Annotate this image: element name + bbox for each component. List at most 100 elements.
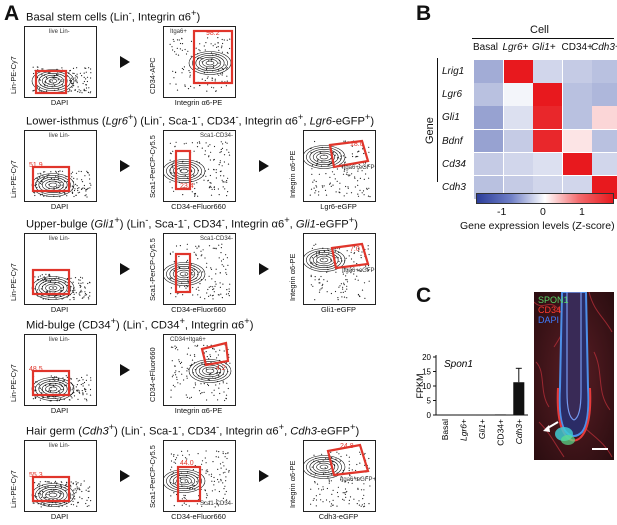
heatmap-cell — [533, 83, 562, 106]
facs-y-axis-label: Sca1-PerCP-Cy5.5 — [148, 445, 157, 508]
row-title-0: Basal stem cells (Lin-, Integrin α6+) — [26, 8, 201, 24]
heatmap-cell — [503, 83, 533, 106]
facs-y-axis-label: Lin-PE-Cy7 — [9, 364, 18, 402]
facs-plot-r0-p1: Itga6+ 98.2 — [163, 26, 236, 98]
bar — [458, 414, 470, 416]
heatmap-column-label: Cdh3+ — [591, 42, 617, 53]
facs-plot-r2-p2: Itga6+eGFP+ 7.0 — [303, 233, 376, 305]
gate-percentage: 55.3 — [29, 472, 43, 479]
gate-name: Itga6+eGFP+ — [342, 165, 376, 171]
heatmap-gene-label: Lgr6 — [442, 89, 463, 101]
heatmap-cell — [592, 60, 617, 83]
facs-x-axis-label: Integrin α6-PE — [174, 406, 223, 415]
heatmap-gene-axis-title: Gene — [424, 117, 436, 144]
colorbar-label: Gene expression levels (Z-score) — [460, 220, 615, 232]
heatmap-cell — [562, 129, 592, 153]
gating-arrow-icon — [259, 263, 269, 275]
heatmap-gene-label: Bdnf — [442, 135, 463, 147]
heatmap-header-line — [472, 38, 614, 39]
heatmap-column-label: Lgr6+ — [502, 42, 529, 53]
facs-plot-r4-p0: live Lin- 55.3 — [24, 440, 97, 512]
gate-percentage: 18.0 — [350, 141, 364, 148]
facs-x-axis-label: Integrin α6-PE — [174, 98, 223, 107]
facs-plot-r2-p1: Sca1-CD34- — [163, 233, 236, 305]
facs-x-axis-label: DAPI — [50, 512, 69, 521]
y-tick-label: 15 — [422, 368, 431, 377]
facs-x-axis-label: DAPI — [50, 406, 69, 415]
facs-y-axis-label: Sca1-PerCP-Cy5.5 — [148, 135, 157, 198]
chart-title: Spon1 — [444, 359, 473, 370]
scale-bar — [592, 448, 608, 450]
heatmap-cell — [474, 152, 503, 176]
gating-arrow-icon — [259, 160, 269, 172]
facs-x-axis-label: DAPI — [50, 98, 69, 107]
gate-percentage: 48.5 — [29, 366, 43, 373]
legend-dapi: DAPI — [538, 315, 560, 325]
gating-arrow-icon — [120, 364, 130, 376]
x-category-label: Gli1+ — [477, 419, 487, 439]
facs-x-axis-label: Cdh3-eGFP — [318, 512, 359, 521]
gate-percentage: 44.0 — [180, 460, 194, 467]
gate-percentage: 24.8 — [340, 443, 354, 450]
spon1-micrograph: SPON1 CD34 DAPI — [534, 292, 614, 460]
y-tick-label: 10 — [422, 382, 431, 391]
heatmap-cell — [562, 152, 592, 176]
heatmap-cell — [503, 152, 533, 176]
bar — [476, 414, 488, 416]
row-title-1: Lower-isthmus (Lgr6+) (Lin-, Sca-1-, CD3… — [26, 112, 375, 128]
gating-arrow-icon — [259, 470, 269, 482]
heatmap-cell — [474, 60, 503, 83]
gate-percentage: 23.4 — [180, 183, 194, 190]
facs-x-axis-label: DAPI — [50, 202, 69, 211]
facs-x-axis-label: CD34-eFluor660 — [171, 305, 226, 314]
heatmap-cell — [474, 129, 503, 153]
gate-name: Itga6+ — [170, 29, 187, 35]
gate-percentage: 7.0 — [350, 246, 360, 253]
heatmap-column-label: Gli1+ — [532, 42, 556, 53]
heatmap-gene-label: Cdh3 — [442, 182, 466, 193]
heatmap-cell — [533, 106, 562, 130]
heatmap-header: Cell — [530, 24, 549, 36]
gate-percentage: 98.2 — [206, 30, 220, 37]
gate-name: live Lin- — [49, 443, 70, 449]
heatmap-cell — [592, 106, 617, 130]
heatmap-cell — [592, 83, 617, 106]
legend-spon1: SPON1 — [538, 295, 569, 305]
facs-x-axis-label: Lgr6-eGFP — [320, 202, 357, 211]
gating-arrow-icon — [120, 263, 130, 275]
facs-x-axis-label: DAPI — [50, 305, 69, 314]
bar — [513, 382, 525, 415]
panel-a-label: A — [4, 2, 20, 25]
facs-x-axis-label: CD34-eFluor660 — [171, 512, 226, 521]
facs-y-axis-label: CD34-APC — [148, 57, 157, 94]
facs-plot-r1-p1: Sca1-CD34-23.4 — [163, 130, 236, 202]
heatmap-gene-label: Cd34 — [442, 158, 466, 170]
facs-y-axis-label: Integrin α6-PE — [288, 460, 297, 508]
gate-name: Itga6+eGFP+ — [340, 477, 376, 483]
facs-y-axis-label: Lin-PE-Cy7 — [9, 470, 18, 508]
y-tick-label: 5 — [427, 397, 432, 406]
facs-plot-r3-p1: CD34+Itga6+ 4.2 — [163, 334, 236, 406]
x-category-label: Lgr6+ — [459, 419, 469, 441]
facs-y-axis-label: Integrin α6-PE — [288, 253, 297, 301]
heatmap-column-label: Basal — [473, 42, 499, 53]
colorbar-tick: 1 — [579, 206, 585, 218]
gate-percentage: 4.2 — [216, 365, 226, 372]
facs-plot-r0-p0: live Lin- — [24, 26, 97, 98]
heatmap-cell — [503, 106, 533, 130]
y-tick-label: 20 — [422, 353, 431, 362]
heatmap-cell — [562, 83, 592, 106]
facs-y-axis-label: Lin-PE-Cy7 — [9, 160, 18, 198]
gate-name: Itga6+eGFP+ — [342, 268, 376, 274]
heatmap-cell — [533, 129, 562, 153]
facs-plot-r4-p2: Itga6+eGFP+ 24.8 — [303, 440, 376, 512]
heatmap-cell — [474, 83, 503, 106]
gate-name: CD34+Itga6+ — [170, 337, 206, 343]
row-title-2: Upper-bulge (Gli1+) (Lin-, Sca-1-, CD34-… — [26, 215, 358, 231]
heatmap-cell — [533, 152, 562, 176]
facs-y-axis-label: CD34-eFluor660 — [148, 347, 157, 402]
heatmap-cell — [503, 60, 533, 83]
facs-plot-r3-p0: live Lin-48.5 — [24, 334, 97, 406]
heatmap-cell — [562, 106, 592, 130]
